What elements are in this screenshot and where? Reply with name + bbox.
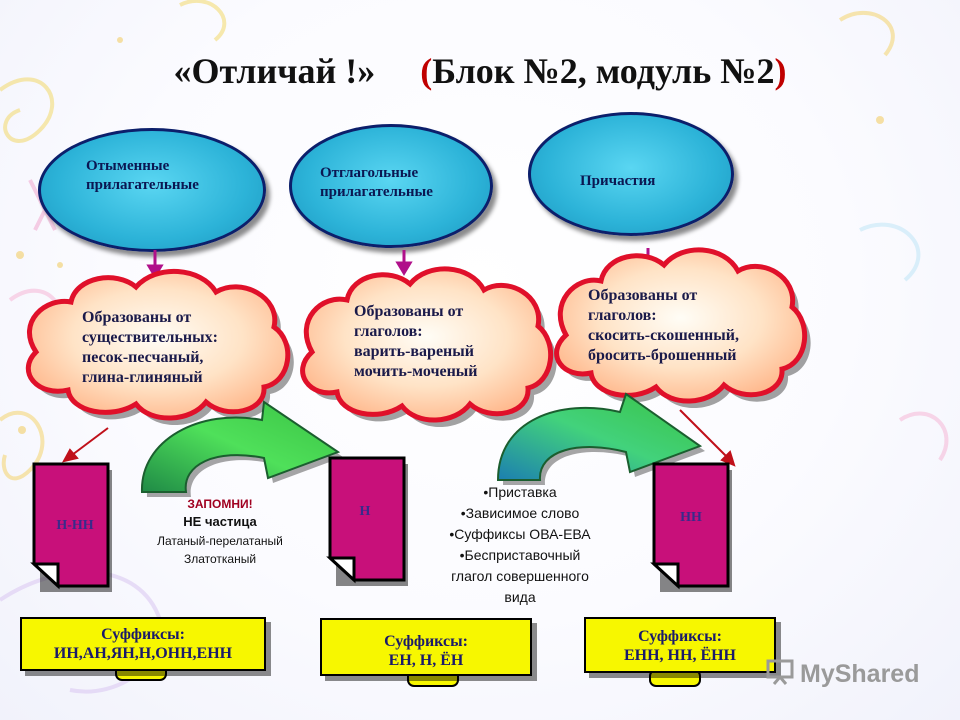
cloud-2-text: Образованы от глаголов: варить-вареный м… bbox=[354, 302, 514, 382]
suffix-box-1: Суффиксы: ИН,АН,ЯН,Н,ОНН,ЕНН bbox=[20, 617, 266, 671]
cloud-3-line-2: глаголов: bbox=[588, 307, 657, 324]
rule-5: глагол совершенного bbox=[451, 568, 589, 584]
rule-4: •Бесприставочный bbox=[459, 547, 581, 563]
suffix-box-2: Суффиксы: ЕН, Н, ЁН bbox=[320, 618, 532, 676]
title-subtitle: Блок №2, модуль №2 bbox=[432, 51, 775, 91]
cloud-1-line-2: существительных: bbox=[82, 329, 218, 346]
cloud-2-line-2: глаголов: bbox=[354, 323, 423, 340]
cloud-1-line-3: песок-песчаный, bbox=[82, 349, 204, 366]
rule-6: вида bbox=[504, 589, 536, 605]
cloud-1-text: Образованы от существительных: песок-пес… bbox=[82, 308, 272, 388]
oval-denominal-label: Отыменные прилагательные bbox=[86, 158, 199, 193]
down-arrow-2 bbox=[395, 250, 413, 276]
card-3-label: НН bbox=[680, 510, 702, 525]
suffix-box-2-values: ЕН, Н, ЁН bbox=[388, 652, 464, 669]
title-paren-open: ( bbox=[420, 51, 433, 91]
remember-heading: ЗАПОМНИ! bbox=[187, 497, 253, 511]
pink-card-3 bbox=[650, 462, 732, 592]
remember-note: ЗАПОМНИ! НЕ частица Латаный-перелатаный … bbox=[140, 496, 300, 568]
suffix-box-3-title: Суффиксы: bbox=[638, 628, 722, 645]
cloud-3-line-4: бросить-брошенный bbox=[588, 347, 737, 364]
cloud-3-line-1: Образованы от bbox=[588, 287, 698, 304]
cloud-2-line-3: варить-вареный bbox=[354, 343, 474, 360]
oval-deverbal-label: Отглагольные прилагательные bbox=[320, 165, 433, 200]
card-1-label: Н-НН bbox=[56, 518, 94, 533]
cloud-3-line-3: скосить-скошенный, bbox=[588, 327, 739, 344]
cloud-1-line-1: Образованы от bbox=[82, 309, 192, 326]
cloud-2 bbox=[300, 266, 557, 428]
presentation-icon bbox=[766, 659, 794, 685]
suffix-box-3: Суффиксы: ЕНН, НН, ЁНН bbox=[584, 617, 776, 673]
title-paren-close: ) bbox=[774, 51, 787, 91]
remember-line-2: НЕ частица bbox=[183, 514, 257, 529]
cloud-1 bbox=[25, 268, 294, 426]
cloud-1-line-4: глина-глиняный bbox=[82, 369, 203, 386]
pink-card-1 bbox=[30, 462, 112, 592]
rule-1: •Приставка bbox=[483, 484, 557, 500]
cloud-2-line-1: Образованы от bbox=[354, 303, 464, 320]
rule-3: •Суффиксы ОВА-ЕВА bbox=[449, 526, 591, 542]
oval-denominal-adjectives bbox=[38, 128, 266, 252]
cloud-3-text: Образованы от глаголов: скосить-скошенны… bbox=[588, 286, 778, 366]
cloud-3 bbox=[554, 247, 811, 409]
suffix-box-1-title: Суффиксы: bbox=[101, 626, 185, 643]
pink-card-2 bbox=[326, 456, 408, 586]
watermark-text: MyShared bbox=[800, 660, 920, 688]
oval-deverbal-adjectives bbox=[289, 124, 493, 248]
page-title: «Отличай !» (Блок №2, модуль №2) bbox=[0, 50, 960, 92]
remember-line-4: Златотканый bbox=[183, 552, 257, 566]
card-2-label: Н bbox=[359, 504, 371, 519]
red-arrow-1 bbox=[62, 427, 109, 463]
prefix-rules-note: •Приставка •Зависимое слово •Суффиксы ОВ… bbox=[420, 482, 620, 608]
suffix-box-3-values: ЕНН, НН, ЁНН bbox=[623, 647, 736, 664]
oval-participles-label: Причастия bbox=[580, 173, 656, 189]
remember-line-3: Латаный-перелатаный bbox=[157, 534, 283, 548]
cloud-2-line-4: мочить-моченый bbox=[354, 363, 478, 380]
suffix-box-1-values: ИН,АН,ЯН,Н,ОНН,ЕНН bbox=[53, 645, 233, 662]
green-curved-arrow-1 bbox=[140, 400, 343, 497]
title-main: «Отличай !» bbox=[173, 51, 376, 91]
oval-participles bbox=[528, 112, 734, 236]
rule-2: •Зависимое слово bbox=[460, 505, 580, 521]
suffix-box-2-title: Суффиксы: bbox=[384, 633, 468, 650]
